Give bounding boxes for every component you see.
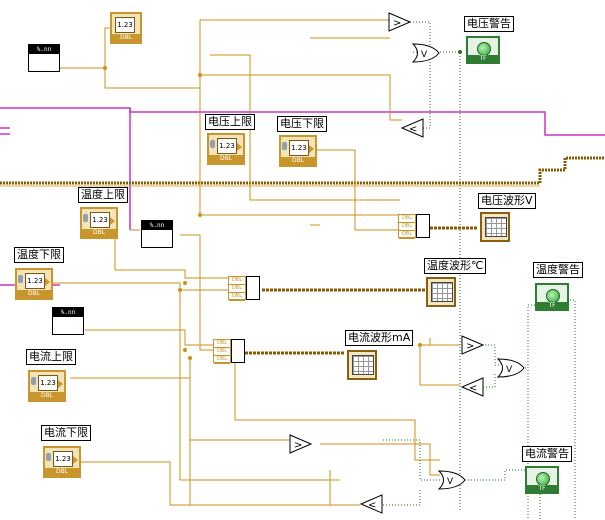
temp-upper-control[interactable]: 1.23 DBL bbox=[80, 207, 118, 239]
tf-tag: TF bbox=[527, 485, 557, 492]
voltage-upper-label: 电压上限 bbox=[205, 114, 255, 130]
knob-icon bbox=[83, 214, 88, 222]
or-gate-bottom[interactable]: V bbox=[438, 470, 466, 490]
arrow-right-icon bbox=[309, 145, 314, 153]
numeric-display: 1.23 bbox=[217, 138, 237, 154]
bundle-row: DBL bbox=[229, 293, 245, 301]
knob-icon bbox=[31, 377, 36, 385]
knob-icon bbox=[210, 140, 215, 148]
bundle-row: DBL bbox=[214, 356, 230, 364]
dbl-indicator-top[interactable]: 1.23 DBL bbox=[110, 12, 142, 44]
temp-lower-label: 温度下限 bbox=[14, 247, 64, 263]
gate-symbol: V bbox=[421, 50, 428, 60]
bundle-row: DBL bbox=[399, 215, 415, 223]
build-array-temp[interactable] bbox=[246, 276, 260, 300]
greater-than-gate-voltage[interactable]: > bbox=[388, 12, 412, 32]
bundle-node-current[interactable]: DBL DBL DBL bbox=[213, 339, 231, 364]
gate-symbol: < bbox=[469, 383, 477, 394]
format-node-3[interactable]: %.nn bbox=[52, 307, 84, 335]
led-icon bbox=[477, 42, 491, 56]
bundle-row: DBL bbox=[229, 285, 245, 293]
current-upper-control[interactable]: 1.23 DBL bbox=[28, 370, 66, 402]
bundle-row: DBL bbox=[214, 340, 230, 348]
voltage-upper-control[interactable]: 1.23 DBL bbox=[207, 133, 245, 165]
tf-tag: TF bbox=[537, 302, 567, 309]
gate-symbol: < bbox=[409, 124, 417, 135]
format-text: %.nn bbox=[53, 308, 83, 317]
greater-than-gate-current[interactable]: > bbox=[461, 335, 485, 355]
arrow-right-icon bbox=[110, 217, 115, 225]
current-wave-label: 电流波形mA bbox=[345, 330, 414, 346]
gate-symbol: < bbox=[368, 500, 376, 511]
less-than-gate-voltage[interactable]: < bbox=[400, 118, 424, 138]
dbl-tag: DBL bbox=[30, 392, 64, 400]
arrow-right-icon bbox=[45, 278, 50, 286]
numeric-display: 1.23 bbox=[115, 17, 135, 33]
bundle-node-voltage[interactable]: DBL DBL DBL bbox=[398, 214, 416, 239]
format-text: %.nn bbox=[29, 45, 59, 54]
bundle-row: DBL bbox=[214, 348, 230, 356]
temp-upper-label: 温度上限 bbox=[78, 187, 128, 203]
less-than-gate-current[interactable]: < bbox=[460, 377, 484, 397]
current-wave-graph[interactable] bbox=[347, 350, 377, 380]
gate-symbol: > bbox=[393, 18, 401, 29]
voltage-lower-label: 电压下限 bbox=[277, 116, 327, 132]
temp-warning-label: 温度警告 bbox=[533, 262, 583, 278]
numeric-display: 1.23 bbox=[38, 375, 58, 391]
format-node-1[interactable]: %.nn bbox=[28, 44, 60, 72]
dbl-tag: DBL bbox=[17, 290, 51, 298]
temp-lower-control[interactable]: 1.23 DBL bbox=[15, 268, 53, 300]
build-array-voltage[interactable] bbox=[416, 214, 430, 238]
dbl-tag: DBL bbox=[112, 34, 140, 42]
bundle-row: DBL bbox=[399, 231, 415, 239]
current-warning-led[interactable]: TF bbox=[525, 466, 559, 494]
or-gate-voltage[interactable]: V bbox=[412, 43, 440, 63]
knob-icon bbox=[18, 275, 23, 283]
numeric-display: 1.23 bbox=[53, 451, 73, 467]
voltage-warning-led[interactable]: TF bbox=[466, 36, 500, 64]
graph-icon bbox=[485, 217, 507, 237]
graph-icon bbox=[352, 355, 374, 375]
current-lower-control[interactable]: 1.23 DBL bbox=[43, 446, 81, 478]
temp-warning-led[interactable]: TF bbox=[535, 283, 569, 311]
arrow-right-icon bbox=[73, 456, 78, 464]
gate-symbol: > bbox=[466, 341, 474, 352]
gate-symbol: > bbox=[294, 440, 302, 451]
bundle-row: DBL bbox=[229, 277, 245, 285]
gate-symbol: V bbox=[506, 365, 513, 375]
voltage-lower-control[interactable]: 1.23 DBL bbox=[279, 135, 317, 167]
build-array-current[interactable] bbox=[231, 339, 245, 363]
numeric-display: 1.23 bbox=[289, 140, 309, 156]
temp-wave-label: 温度波形℃ bbox=[424, 258, 487, 274]
current-upper-label: 电流上限 bbox=[26, 349, 76, 365]
graph-icon bbox=[431, 282, 453, 302]
voltage-wave-graph[interactable] bbox=[480, 212, 510, 242]
format-text: %.nn bbox=[142, 221, 172, 230]
voltage-wave-label: 电压波形V bbox=[478, 193, 536, 209]
tf-tag: TF bbox=[468, 55, 498, 62]
dbl-tag: DBL bbox=[45, 468, 79, 476]
format-node-2[interactable]: %.nn bbox=[141, 220, 173, 248]
knob-icon bbox=[282, 142, 287, 150]
knob-icon bbox=[46, 453, 51, 461]
less-than-gate-bottom[interactable]: < bbox=[359, 494, 383, 514]
numeric-display: 1.23 bbox=[25, 273, 45, 289]
greater-than-gate-bottom[interactable]: > bbox=[289, 434, 313, 454]
dbl-tag: DBL bbox=[281, 157, 315, 165]
led-icon bbox=[536, 472, 550, 486]
current-lower-label: 电流下限 bbox=[41, 425, 91, 441]
dbl-tag: DBL bbox=[209, 155, 243, 163]
dbl-tag: DBL bbox=[82, 229, 116, 237]
or-gate-current[interactable]: V bbox=[497, 358, 525, 378]
bundle-row: DBL bbox=[399, 223, 415, 231]
voltage-warning-label: 电压警告 bbox=[464, 16, 514, 32]
bundle-node-temp[interactable]: DBL DBL DBL bbox=[228, 276, 246, 301]
gate-symbol: V bbox=[447, 477, 454, 487]
temp-wave-graph[interactable] bbox=[426, 277, 456, 307]
arrow-right-icon bbox=[58, 380, 63, 388]
current-warning-label: 电流警告 bbox=[522, 446, 572, 462]
arrow-right-icon bbox=[237, 143, 242, 151]
numeric-display: 1.23 bbox=[90, 212, 110, 228]
led-icon bbox=[546, 289, 560, 303]
